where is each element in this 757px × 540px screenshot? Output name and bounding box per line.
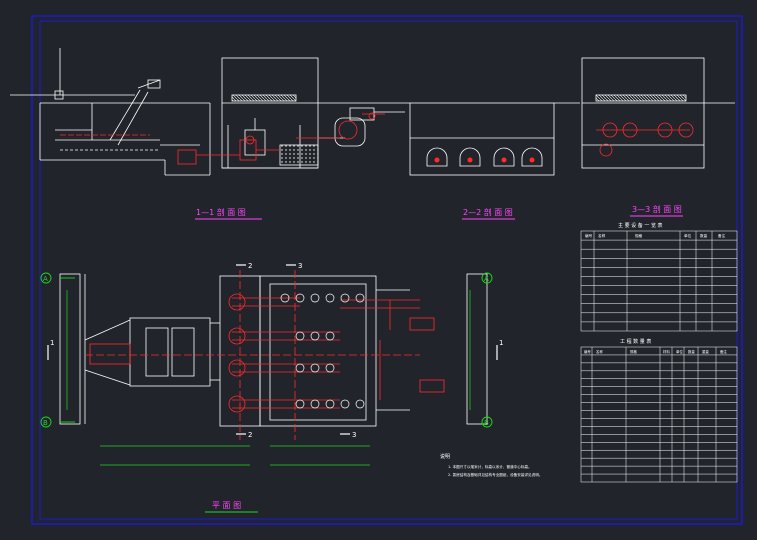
equipment-header-2: 规格 (635, 233, 643, 238)
material-header-4: 单位 (676, 349, 683, 354)
material-header-3: 材料 (663, 349, 670, 354)
equipment-header-1: 名称 (598, 233, 606, 238)
axis-mark-a-left: A (43, 275, 48, 283)
section-1-1 (10, 48, 735, 176)
section-1-1-pipes (60, 112, 385, 165)
notes-title: 说明 (440, 453, 450, 460)
section-2-2-pumps (426, 147, 543, 167)
plan-view-pipes (85, 270, 445, 440)
section-mark-3-bottom: 3 (352, 431, 356, 439)
material-header-0: 编号 (584, 349, 591, 354)
section-mark-2-bottom: 2 (248, 431, 252, 439)
material-header-2: 规格 (630, 349, 637, 354)
section-1-1-title: 1—1 剖 面 图 (196, 207, 246, 217)
section-2-2-title: 2—2 剖 面 图 (463, 207, 513, 217)
equipment-header-3: 单位 (684, 233, 692, 238)
outer-border (31, 15, 743, 525)
material-header-7: 备注 (720, 349, 727, 354)
material-header-1: 名称 (596, 349, 603, 354)
equipment-header-5: 备注 (718, 233, 726, 238)
equipment-table (580, 230, 738, 332)
material-header-5: 数量 (688, 349, 695, 354)
section-2-2-pump-centers (434, 157, 535, 163)
plan-section-marks (47, 264, 498, 435)
section-3-3-title: 3—3 剖 面 图 (632, 204, 682, 214)
section-3-3-manifold (596, 122, 694, 157)
note-2: 2. 泵房结构及基础详见结构专业图纸，设备安装详见说明。 (448, 472, 542, 477)
axis-mark-b-left: B (43, 419, 48, 427)
material-table (580, 346, 738, 483)
plan-view-valves (280, 293, 365, 409)
axis-mark-b-right: B (484, 419, 489, 427)
plan-axis-markers (40, 272, 493, 428)
equipment-header-0: 编号 (585, 233, 593, 238)
section-mark-1-right: 1 (499, 339, 503, 347)
section-mark-2-top: 2 (248, 262, 252, 270)
plan-view-outline (59, 273, 488, 427)
plan-title: 平 面 图 (212, 501, 241, 510)
material-header-6: 重量 (702, 349, 709, 354)
axis-mark-a-right: A (484, 275, 489, 283)
equipment-table-headers: 编号 名称 规格 单位 数量 备注 (585, 233, 726, 238)
material-table-title: 工 程 数 量 表 (620, 338, 651, 345)
note-1: 1. 本图尺寸以毫米计，标高以米计，管道中心标高。 (448, 464, 532, 469)
section-mark-3-top: 3 (298, 262, 302, 270)
material-table-headers: 编号 名称 规格 材料 单位 数量 重量 备注 (584, 349, 727, 354)
equipment-header-4: 数量 (700, 233, 708, 238)
plan-dimension-lines (66, 290, 471, 466)
section-mark-1-left: 1 (50, 339, 54, 347)
equipment-table-title: 主 要 设 备 一 览 表 (618, 222, 663, 229)
